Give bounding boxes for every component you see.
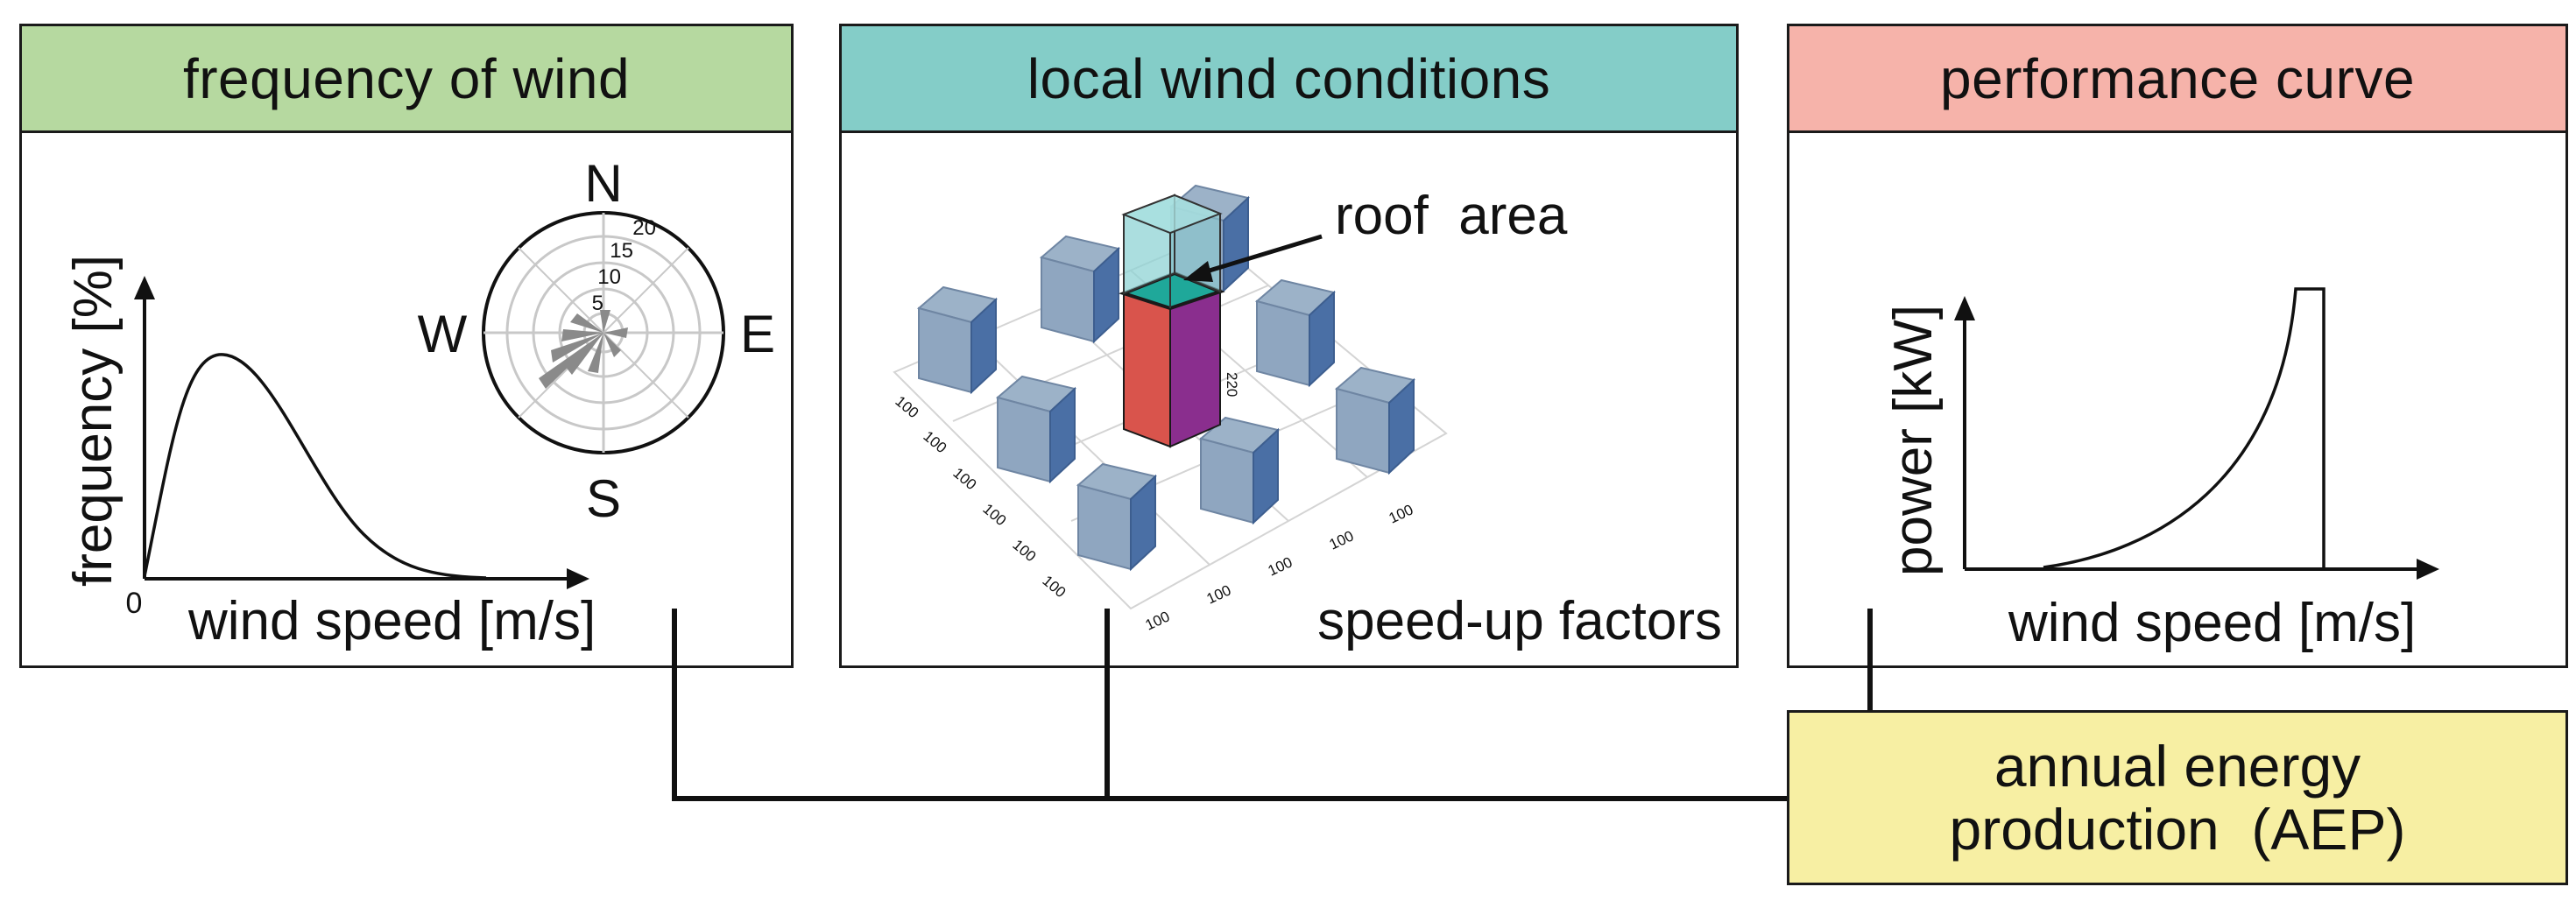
frequency-connector	[672, 609, 1809, 801]
compass-east: E	[740, 305, 775, 363]
rose-tick-10: 10	[597, 265, 621, 289]
frequency-panel: frequency of wind 0 wind speed [m/s] fre…	[19, 24, 794, 668]
power-y-label: power [kW]	[1883, 305, 1944, 576]
local-panel-title: local wind conditions	[1027, 46, 1551, 110]
local-panel-header: local wind conditions	[842, 26, 1736, 133]
aep-box: annual energy production (AEP)	[1787, 710, 2568, 885]
arrow-icon	[1954, 296, 1975, 320]
arrow-icon	[2417, 559, 2439, 580]
frequency-origin-label: 0	[126, 587, 143, 620]
height-label: 220	[1224, 372, 1240, 397]
compass-south: S	[586, 469, 621, 528]
rose-tick-5: 5	[592, 292, 603, 315]
performance-panel-header: performance curve	[1789, 26, 2565, 133]
performance-panel: performance curve power [kW] wind speed …	[1787, 24, 2568, 668]
frequency-panel-figure: 0 wind speed [m/s] frequency [%]	[63, 154, 775, 651]
roof-area-arrow	[1191, 234, 1323, 278]
power-curve	[2043, 287, 2325, 569]
wind-rose-icon: 5 10 15 20	[482, 211, 725, 454]
frequency-x-label: wind speed [m/s]	[187, 591, 596, 651]
performance-panel-figure: power [kW] wind speed [m/s]	[1883, 287, 2439, 653]
building-grid-icon: 100 100 100 100 100 100 100 100 100 100 …	[892, 185, 1722, 651]
arrow-icon	[1183, 261, 1213, 282]
power-x-label: wind speed [m/s]	[2008, 593, 2416, 653]
aep-line-2: production (AEP)	[1949, 797, 2406, 862]
frequency-panel-title: frequency of wind	[182, 46, 631, 110]
frequency-curve	[143, 353, 487, 580]
frequency-panel-header: frequency of wind	[22, 26, 791, 133]
arrow-icon	[134, 276, 155, 299]
rose-tick-15: 15	[610, 239, 633, 263]
performance-panel-title: performance curve	[1939, 46, 2416, 110]
compass-west: W	[418, 305, 468, 363]
aep-line-1: annual energy	[1994, 734, 2361, 799]
compass-north: N	[584, 154, 622, 213]
frequency-y-label: frequency [%]	[63, 255, 124, 587]
local-panel: local wind conditions 100 100 100 100 10…	[839, 24, 1739, 668]
speed-up-factors-label: speed-up factors	[1317, 591, 1722, 651]
rose-tick-20: 20	[632, 216, 656, 240]
roof-area-label: roof area	[1335, 186, 1568, 246]
arrow-icon	[567, 568, 589, 589]
